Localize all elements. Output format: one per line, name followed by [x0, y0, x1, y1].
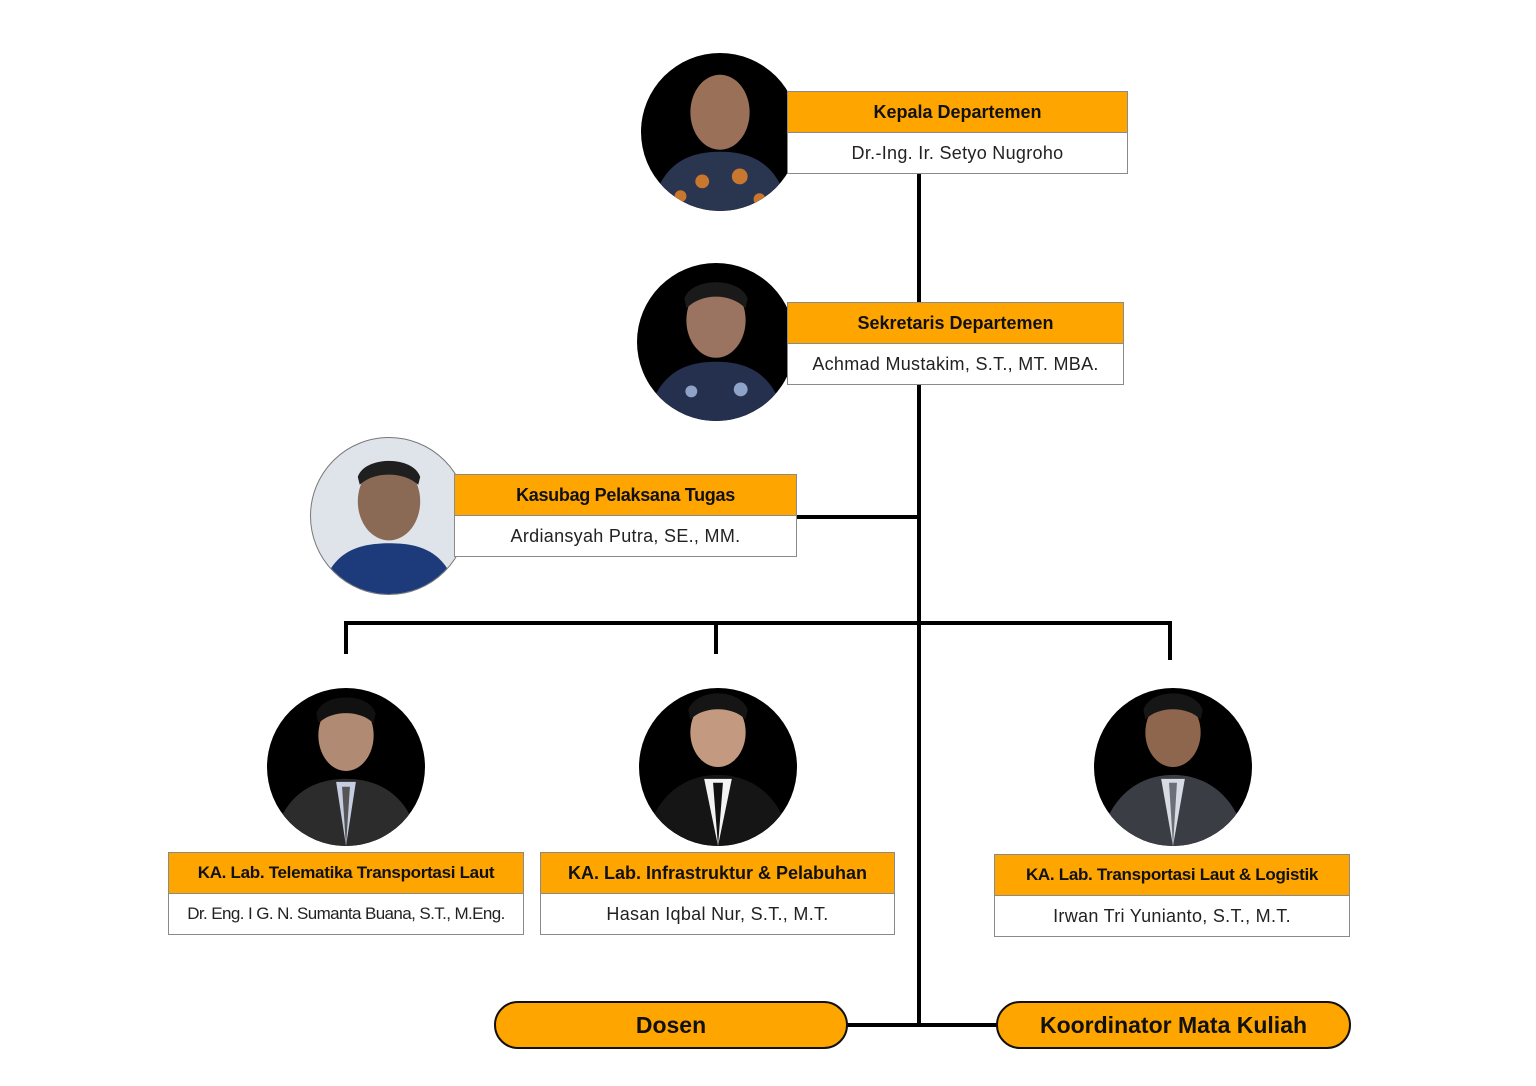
- lab-logistics-photo-avatar: [1094, 688, 1252, 846]
- secretary-photo-avatar: [637, 263, 795, 421]
- lab-logistics-card: KA. Lab. Transportasi Laut & Logistik Ir…: [994, 854, 1350, 937]
- kasubag-name: Ardiansyah Putra, SE., MM.: [454, 516, 797, 557]
- lab-telematics-photo-avatar: [267, 688, 425, 846]
- lab-telematics-card: KA. Lab. Telematika Transportasi Laut Dr…: [168, 852, 524, 935]
- person-silhouette-icon: [271, 697, 421, 846]
- person-silhouette-icon: [1098, 693, 1248, 846]
- person-silhouette-icon: [646, 282, 786, 421]
- lab-infrastructure-card: KA. Lab. Infrastruktur & Pelabuhan Hasan…: [540, 852, 895, 935]
- person-silhouette-icon: [650, 74, 790, 211]
- lab-infrastructure-photo-avatar: [639, 688, 797, 846]
- secretary-title: Sekretaris Departemen: [787, 302, 1124, 344]
- lab-infrastructure-name: Hasan Iqbal Nur, S.T., M.T.: [540, 894, 895, 935]
- lab-infrastructure-title: KA. Lab. Infrastruktur & Pelabuhan: [540, 852, 895, 894]
- head-photo-avatar: [641, 53, 799, 211]
- lab-telematics-name: Dr. Eng. I G. N. Sumanta Buana, S.T., M.…: [168, 894, 524, 935]
- person-silhouette-icon: [643, 693, 793, 846]
- secretary-name: Achmad Mustakim, S.T., MT. MBA.: [787, 344, 1124, 385]
- kasubag-card: Kasubag Pelaksana Tugas Ardiansyah Putra…: [454, 474, 797, 557]
- lab-telematics-title: KA. Lab. Telematika Transportasi Laut: [168, 852, 524, 894]
- kasubag-photo-avatar: [310, 437, 468, 595]
- head-name: Dr.-Ing. Ir. Setyo Nugroho: [787, 133, 1128, 174]
- head-card: Kepala Departemen Dr.-Ing. Ir. Setyo Nug…: [787, 91, 1128, 174]
- person-silhouette-icon: [320, 460, 458, 594]
- head-title: Kepala Departemen: [787, 91, 1128, 133]
- lecturers-pill: Dosen: [494, 1001, 848, 1049]
- lab-logistics-name: Irwan Tri Yunianto, S.T., M.T.: [994, 896, 1350, 937]
- lab-logistics-title: KA. Lab. Transportasi Laut & Logistik: [994, 854, 1350, 896]
- kasubag-title: Kasubag Pelaksana Tugas: [454, 474, 797, 516]
- secretary-card: Sekretaris Departemen Achmad Mustakim, S…: [787, 302, 1124, 385]
- course-coordinator-pill: Koordinator Mata Kuliah: [996, 1001, 1351, 1049]
